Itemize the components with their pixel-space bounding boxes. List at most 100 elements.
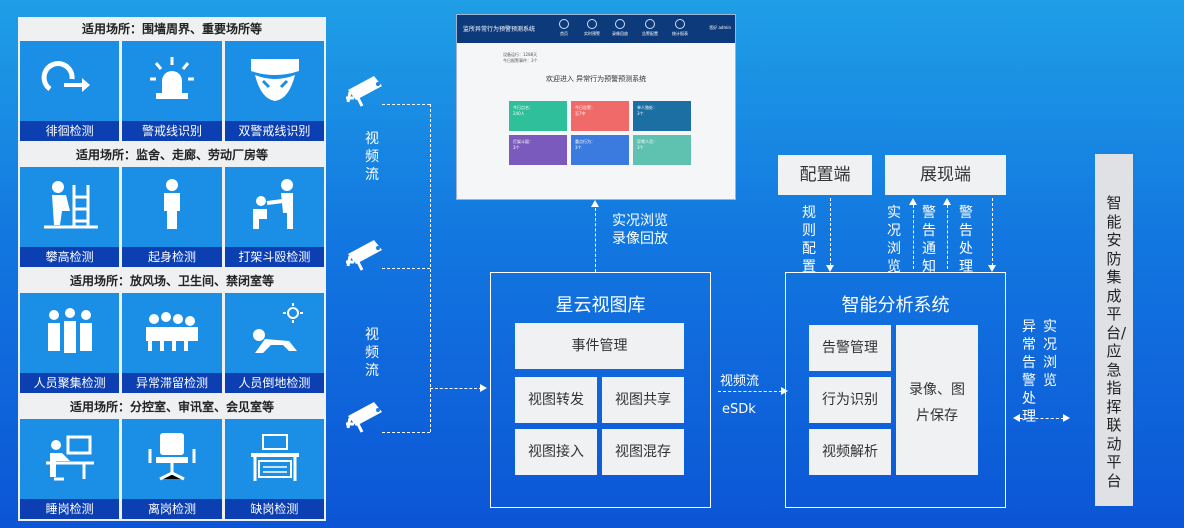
connector — [430, 104, 431, 432]
arrow-icon — [1013, 414, 1020, 422]
module-view-access[interactable]: 视图接入 — [515, 429, 597, 475]
screenshot-stats: 设备运行：1288天 今日报警事件：3个 — [503, 52, 538, 63]
platform-box: 智能安防集成平台/应急指挥联动平台 — [1095, 154, 1133, 506]
double-line-icon — [250, 59, 299, 101]
alarm-light-icon — [150, 57, 195, 99]
nav-item: 告警配置 — [639, 19, 661, 37]
tile-label: 离岗检测 — [122, 499, 222, 519]
group-title: 适用场所：监舍、走廊、劳动厂房等 — [75, 148, 268, 162]
screenshot-user: 您好 admin — [709, 25, 731, 30]
tile-sleep-post-detection[interactable]: 睡岗检测 — [20, 419, 120, 519]
nav-item: 录像回放 — [609, 19, 631, 37]
stat-card: 异常人员：3个 — [633, 135, 691, 165]
crowd-icon — [48, 308, 92, 353]
tile-linger-detection[interactable]: 异常滞留检测 — [122, 293, 222, 393]
module-video-analysis[interactable]: 视频解析 — [809, 429, 891, 475]
link-label: 视频流 — [720, 374, 760, 389]
tile-crowd-detection[interactable]: 人员聚集检测 — [20, 293, 120, 393]
arrow-icon — [943, 198, 951, 205]
nav-item: 首页 — [553, 19, 575, 37]
analysis-system-box: 智能分析系统 — [785, 272, 1006, 508]
nav-item: 实时预警 — [581, 19, 603, 37]
module-event-management[interactable]: 事件管理 — [515, 323, 684, 369]
climb-icon — [44, 181, 98, 229]
tile-label: 异常滞留检测 — [122, 373, 222, 393]
missing-post-icon — [250, 434, 299, 481]
playback-label: 录像回放 — [612, 231, 668, 247]
live-view-label: 实况浏览 — [887, 205, 901, 275]
alarm-handle-label: 警告处理 — [959, 205, 973, 275]
system-screenshot: 监所异常行为预警预测系统 首页 实时预警 录像回放 告警配置 统计报表 您好 a… — [456, 14, 736, 200]
connector — [1020, 418, 1064, 419]
camera-icon — [346, 76, 382, 107]
tile-label: 双警戒线识别 — [224, 121, 324, 141]
tile-loiter-detection[interactable]: 徘徊检测 — [20, 41, 120, 141]
tile-alarm-line-detection[interactable]: 警戒线识别 — [122, 41, 222, 141]
tile-label: 起身检测 — [122, 247, 222, 267]
tile-label: 打架斗殴检测 — [224, 247, 324, 267]
tile-label: 人员倒地检测 — [224, 373, 324, 393]
connector — [430, 388, 482, 389]
screenshot-header: 监所异常行为预警预测系统 首页 实时预警 录像回放 告警配置 统计报表 您好 a… — [457, 15, 735, 43]
stat-card: 单人独处：3个 — [633, 101, 691, 131]
module-view-share[interactable]: 视图共享 — [602, 377, 684, 423]
xingyun-title: 星云视图库 — [555, 295, 646, 316]
connector — [830, 198, 831, 266]
stat-card: 打架斗殴：3个 — [509, 135, 567, 165]
stat-card: 重点行为：3个 — [571, 135, 629, 165]
stat-card: 今日点名：240人 — [509, 101, 567, 131]
config-endpoint[interactable]: 配置端 — [778, 155, 872, 195]
display-endpoint[interactable]: 展现端 — [885, 155, 1006, 195]
tile-fall-detection[interactable]: 人员倒地检测 — [224, 293, 324, 393]
group-title: 适用场所：分控室、审讯室、会见室等 — [69, 400, 274, 414]
tile-climb-detection[interactable]: 攀高检测 — [20, 167, 120, 267]
linger-icon — [146, 312, 199, 351]
arrow-icon — [591, 200, 599, 207]
arrow-icon — [909, 198, 917, 205]
scene-group-1: 适用场所：围墙周界、重要场所等 徘徊检测 警戒线识别 双警戒线 — [18, 17, 326, 143]
tile-label: 徘徊检测 — [20, 121, 120, 141]
arrow-icon — [1063, 414, 1070, 422]
tile-label: 警戒线识别 — [122, 121, 222, 141]
screenshot-cards: 今日点名：240人 今日告警：至7中 单人独处：3个 打架斗殴：3个 重点行为：… — [509, 101, 693, 165]
link-label: eSDk — [722, 402, 756, 417]
connector — [382, 104, 430, 105]
connector — [913, 205, 914, 269]
module-behavior-recognition[interactable]: 行为识别 — [809, 377, 891, 423]
playback-label: 实况浏览 — [612, 213, 668, 229]
platform-label: 智能安防集成平台/应急指挥联动平台 — [1106, 194, 1127, 490]
module-view-forward[interactable]: 视图转发 — [515, 377, 597, 423]
group-title: 适用场所：围墙周界、重要场所等 — [81, 22, 262, 36]
screenshot-title: 监所异常行为预警预测系统 — [463, 26, 536, 33]
arrow-icon — [988, 265, 996, 272]
fall-icon — [252, 303, 303, 353]
scene-group-4: 适用场所：分控室、审讯室、会见室等 睡岗检测 离岗检测 — [18, 395, 326, 521]
tile-stand-up-detection[interactable]: 起身检测 — [122, 167, 222, 267]
video-stream-label: 视频流 — [365, 327, 379, 379]
camera-icon — [346, 402, 382, 433]
arrow-icon — [480, 384, 487, 392]
loiter-icon — [41, 61, 90, 92]
module-record-storage[interactable]: 录像、图片保存 — [896, 325, 978, 475]
fight-icon — [252, 179, 293, 229]
stand-up-icon — [164, 179, 181, 229]
screenshot-welcome: 欢迎进入 异常行为预警预测系统 — [545, 75, 647, 83]
module-alarm-management[interactable]: 告警管理 — [809, 325, 891, 371]
nav-item: 统计报表 — [669, 19, 691, 37]
tile-leave-post-detection[interactable]: 离岗检测 — [122, 419, 222, 519]
module-view-storage[interactable]: 视图混存 — [602, 429, 684, 475]
video-stream-label: 视频流 — [365, 131, 379, 183]
scene-group-2: 适用场所：监舍、走廊、劳动厂房等 攀高检测 起身检测 — [18, 143, 326, 269]
tile-double-line-detection[interactable]: 双警戒线识别 — [224, 41, 324, 141]
tile-missing-post-detection[interactable]: 缺岗检测 — [224, 419, 324, 519]
arrow-icon — [781, 387, 788, 395]
tile-label: 攀高检测 — [20, 247, 120, 267]
xingyun-library-box: 星云视图库 — [490, 272, 711, 508]
tile-label: 睡岗检测 — [20, 499, 120, 519]
connector — [992, 198, 993, 266]
connector — [947, 205, 948, 269]
connector — [382, 268, 430, 269]
group-title: 适用场所：放风场、卫生间、禁闭室等 — [69, 274, 274, 288]
scene-group-3: 适用场所：放风场、卫生间、禁闭室等 人员聚集检测 异常滞留检测 — [18, 269, 326, 395]
tile-fight-detection[interactable]: 打架斗殴检测 — [224, 167, 324, 267]
